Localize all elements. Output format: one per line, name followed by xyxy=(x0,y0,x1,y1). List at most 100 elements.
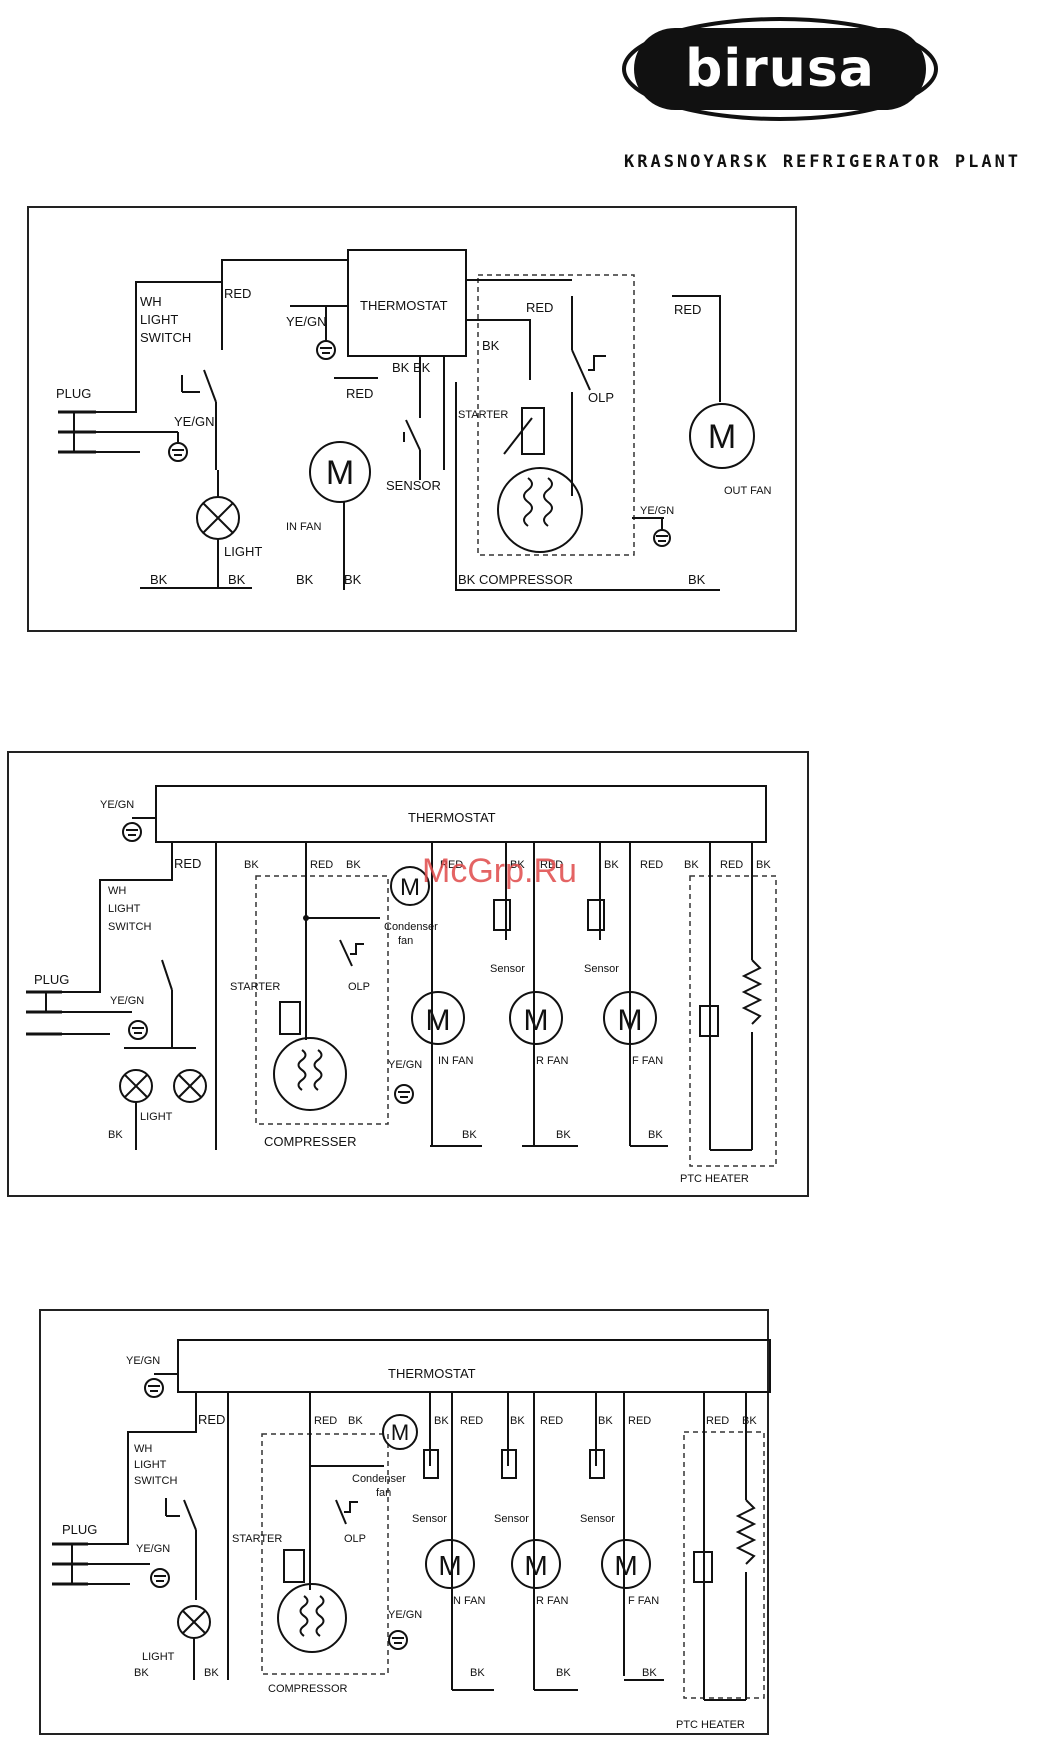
svg-text:RED: RED xyxy=(720,859,743,871)
sensor-icon xyxy=(423,1449,439,1479)
light-switch-icon xyxy=(165,1498,197,1531)
svg-text:YE/GN: YE/GN xyxy=(388,1059,422,1071)
svg-text:RED: RED xyxy=(224,286,251,301)
svg-text:Sensor: Sensor xyxy=(580,1513,615,1525)
svg-text:Condenser: Condenser xyxy=(384,921,438,933)
svg-text:BK: BK xyxy=(348,1415,363,1427)
svg-text:Sensor: Sensor xyxy=(412,1513,447,1525)
svg-text:BK: BK xyxy=(150,572,168,587)
svg-text:YE/GN: YE/GN xyxy=(286,314,326,329)
svg-text:M: M xyxy=(326,454,354,492)
svg-text:WH: WH xyxy=(108,885,126,897)
svg-text:OUT FAN: OUT FAN xyxy=(724,485,772,497)
sensor-icon xyxy=(501,1449,517,1479)
heater-coil-icon xyxy=(741,959,763,1025)
ptc-icon xyxy=(699,1005,719,1037)
plug-icon xyxy=(52,1542,88,1586)
svg-text:RED: RED xyxy=(440,859,463,871)
svg-text:LIGHT: LIGHT xyxy=(224,544,262,559)
svg-text:RED: RED xyxy=(640,859,663,871)
plant-name: KRASNOYARSK REFRIGERATOR PLANT xyxy=(624,152,1022,172)
ground-icon xyxy=(394,1084,414,1104)
svg-text:BK: BK xyxy=(204,1667,219,1679)
thermostat-box xyxy=(177,1339,771,1393)
svg-text:BK: BK xyxy=(642,1667,657,1679)
ground-icon xyxy=(388,1630,408,1650)
olp-icon xyxy=(571,349,606,391)
plug-icon xyxy=(58,410,96,454)
starter-icon xyxy=(283,1549,305,1583)
svg-text:Sensor: Sensor xyxy=(584,963,619,975)
svg-text:M: M xyxy=(400,874,420,901)
svg-text:fan: fan xyxy=(376,1487,391,1499)
svg-text:LIGHT: LIGHT xyxy=(142,1651,175,1663)
out-fan-motor-icon: M xyxy=(689,403,755,469)
light-bulb-icon xyxy=(177,1605,211,1639)
in-fan-motor-icon: M xyxy=(425,1539,475,1589)
svg-text:YE/GN: YE/GN xyxy=(174,414,214,429)
light-bulb-icon xyxy=(173,1069,207,1103)
svg-text:F FAN: F FAN xyxy=(632,1055,663,1067)
svg-text:SWITCH: SWITCH xyxy=(140,330,191,345)
svg-text:RED: RED xyxy=(346,386,373,401)
svg-text:LIGHT: LIGHT xyxy=(140,1111,173,1123)
compressor-motor-icon xyxy=(273,1037,347,1111)
r-fan-motor-icon: M xyxy=(511,1539,561,1589)
svg-text:IN FAN: IN FAN xyxy=(286,521,322,533)
svg-text:RED: RED xyxy=(460,1415,483,1427)
thermostat-label: THERMOSTAT xyxy=(388,1366,476,1381)
svg-text:BK: BK xyxy=(598,1415,613,1427)
ground-icon xyxy=(122,817,156,842)
svg-text:Sensor: Sensor xyxy=(494,1513,529,1525)
svg-text:STARTER: STARTER xyxy=(230,981,280,993)
svg-text:M: M xyxy=(426,1004,451,1037)
svg-text:RED: RED xyxy=(198,1412,225,1427)
svg-text:BK: BK xyxy=(346,859,361,871)
svg-text:BK: BK xyxy=(510,1415,525,1427)
svg-text:BK: BK xyxy=(742,1415,757,1427)
r-fan-motor-icon: M xyxy=(509,991,563,1045)
svg-text:LIGHT: LIGHT xyxy=(134,1459,167,1471)
svg-text:R FAN: R FAN xyxy=(536,1595,568,1607)
watermark: McGrp.Ru xyxy=(422,852,577,890)
sensor-switch-icon xyxy=(403,419,421,451)
svg-text:WH: WH xyxy=(140,294,162,309)
svg-text:IN FAN: IN FAN xyxy=(438,1055,474,1067)
sensor-icon xyxy=(589,1449,605,1479)
birusa-logo: birusa xyxy=(622,17,938,121)
svg-text:F FAN: F FAN xyxy=(628,1595,659,1607)
ptc-heater-region xyxy=(689,875,777,1167)
compressor-region xyxy=(255,875,389,1125)
compressor-region xyxy=(477,274,635,556)
ground-icon xyxy=(128,1020,148,1040)
condenser-fan-motor-icon: M xyxy=(390,866,430,906)
svg-text:STARTER: STARTER xyxy=(232,1533,282,1545)
svg-text:BK: BK xyxy=(434,1415,449,1427)
wiring-diagram-2: THERMOSTAT YE/GN PLUG RED WH LIGHT SWITC… xyxy=(7,751,809,1197)
wiring-diagram-1: THERMOSTAT PLUG RED WH LIGHT SWITCH YE/G… xyxy=(27,206,797,632)
svg-text:YE/GN: YE/GN xyxy=(136,1543,170,1555)
svg-text:RED: RED xyxy=(310,859,333,871)
svg-text:WH: WH xyxy=(134,1443,152,1455)
brand-name: birusa xyxy=(685,39,875,99)
light-switch-icon xyxy=(124,959,196,1049)
starter-icon xyxy=(279,1001,301,1035)
svg-text:RED: RED xyxy=(526,300,553,315)
svg-text:RED: RED xyxy=(706,1415,729,1427)
plug-icon xyxy=(26,990,62,1036)
ground-icon xyxy=(150,1568,170,1588)
svg-text:RED: RED xyxy=(174,856,201,871)
f-fan-motor-icon: M xyxy=(603,991,657,1045)
svg-text:fan: fan xyxy=(398,935,413,947)
svg-text:BK: BK xyxy=(344,572,362,587)
heater-coil-icon xyxy=(735,1499,757,1565)
condenser-fan-motor-icon: M xyxy=(382,1414,418,1450)
sensor-icon xyxy=(493,899,511,931)
in-fan-motor-icon: M xyxy=(309,441,371,503)
svg-text:M: M xyxy=(524,1004,549,1037)
f-fan-motor-icon: M xyxy=(601,1539,651,1589)
olp-icon xyxy=(335,1499,358,1525)
svg-text:IN FAN: IN FAN xyxy=(450,1595,486,1607)
svg-text:OLP: OLP xyxy=(344,1533,366,1545)
